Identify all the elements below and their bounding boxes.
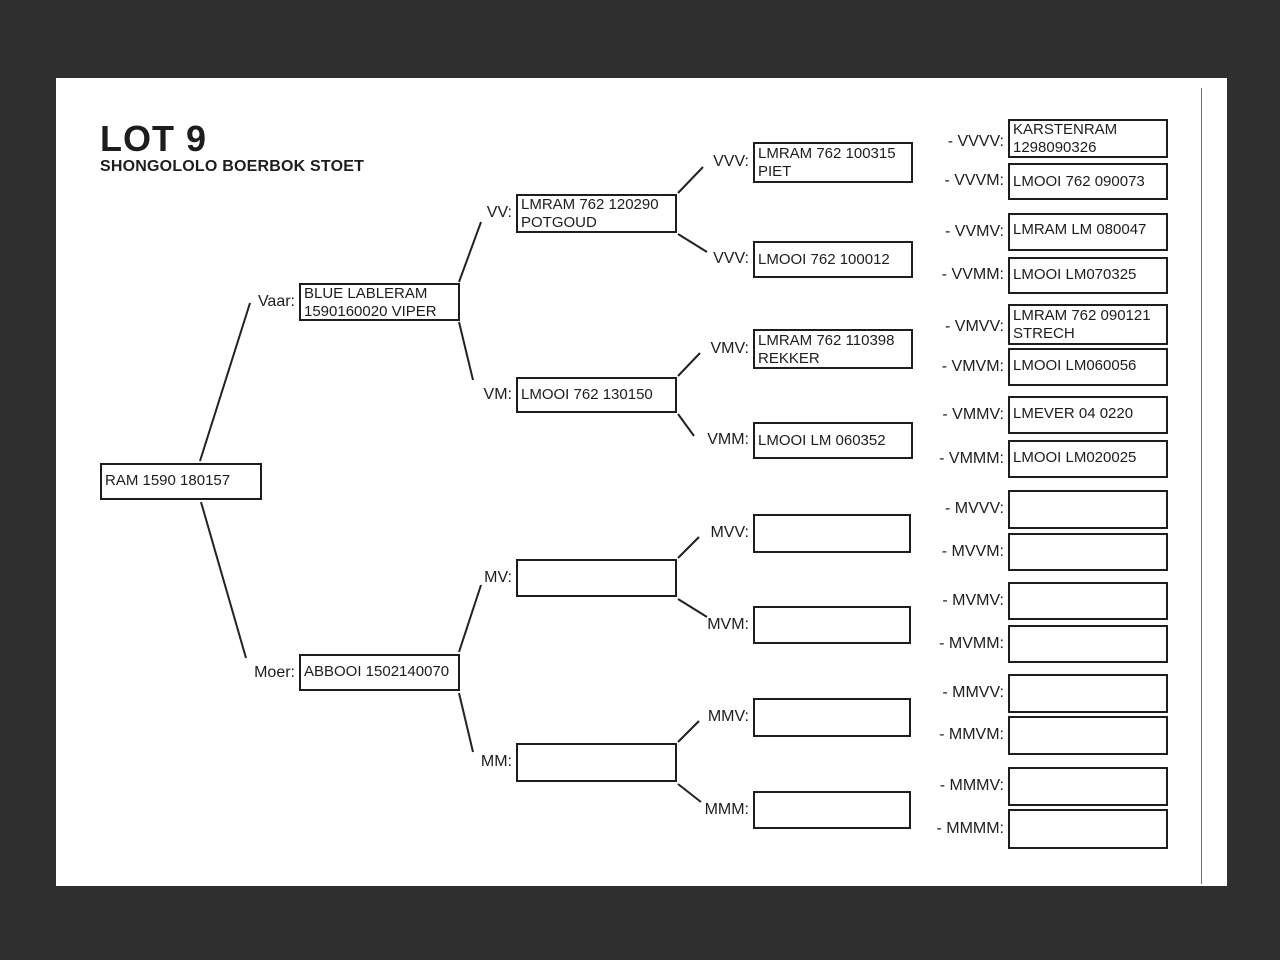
- pedigree-label-vv: VV:: [486, 204, 512, 221]
- pedigree-box-vmmm: LMOOI LM020025: [1008, 440, 1168, 478]
- pedigree-label-mvvm: - MVVM:: [941, 543, 1004, 560]
- pedigree-label-mvvv: - MVVV:: [945, 500, 1004, 517]
- pedigree-box-vvmv: LMRAM LM 080047: [1008, 213, 1168, 251]
- pedigree-box-vaar: BLUE LABLERAM 1590160020 VIPER: [299, 283, 460, 321]
- lot-title: LOT 9: [100, 118, 208, 159]
- pedigree-box-mvmm: [1008, 625, 1168, 663]
- pedigree-label-vvm: VVV:: [713, 250, 749, 267]
- pedigree-box-mvm: [753, 606, 911, 644]
- pedigree-box-mmmm: [1008, 809, 1168, 849]
- pedigree-label-vmmv: - VMMV:: [942, 406, 1004, 423]
- pedigree-box-subject: RAM 1590 180157: [100, 463, 262, 500]
- pedigree-label-moer: Moer:: [254, 664, 295, 681]
- pedigree-label-mmvv: - MMVV:: [942, 684, 1004, 701]
- pedigree-box-mvvv: [1008, 490, 1168, 529]
- pedigree-label-mv: MV:: [484, 569, 512, 586]
- pedigree-label-mvmv: - MVMV:: [942, 592, 1004, 609]
- pedigree-label-mvmm: - MVMM:: [939, 635, 1004, 652]
- pedigree-box-vmm: LMOOI LM 060352: [753, 422, 913, 459]
- pedigree-label-mm: MM:: [480, 753, 512, 770]
- pedigree-label-mvv: MVV:: [710, 524, 749, 541]
- pedigree-label-vmmm: - VMMM:: [939, 450, 1004, 467]
- pedigree-box-mmm: [753, 791, 911, 829]
- pedigree-label-mmmv: - MMMV:: [939, 777, 1004, 794]
- pedigree-label-vvvv: - VVVV:: [947, 133, 1004, 150]
- pedigree-label-vvmm: - VVMM:: [941, 266, 1004, 283]
- pedigree-box-mmv: [753, 698, 911, 737]
- pedigree-box-vvv: LMRAM 762 100315 PIET: [753, 142, 913, 183]
- pedigree-box-vmvv: LMRAM 762 090121 STRECH: [1008, 304, 1168, 345]
- pedigree-box-vv: LMRAM 762 120290 POTGOUD: [516, 194, 677, 233]
- pedigree-label-vvvm: - VVVM:: [944, 172, 1004, 189]
- pedigree-box-mmvv: [1008, 674, 1168, 713]
- pedigree-box-mmvm: [1008, 716, 1168, 755]
- pedigree-box-vm: LMOOI 762 130150: [516, 377, 677, 413]
- pedigree-label-vmv: VMV:: [710, 340, 749, 357]
- pedigree-label-vmvm: - VMVM:: [941, 358, 1004, 375]
- pedigree-box-mmmv: [1008, 767, 1168, 806]
- pedigree-box-vmv: LMRAM 762 110398 REKKER: [753, 329, 913, 369]
- pedigree-box-mvv: [753, 514, 911, 553]
- pedigree-box-mm: [516, 743, 677, 782]
- pedigree-box-vvvm: LMOOI 762 090073: [1008, 163, 1168, 200]
- pedigree-label-vm: VM:: [483, 386, 512, 403]
- pedigree-label-mmmm: - MMMM:: [936, 820, 1004, 837]
- pedigree-label-vvmv: - VVMV:: [945, 223, 1004, 240]
- pedigree-label-vvv: VVV:: [713, 153, 749, 170]
- pedigree-box-vvmm: LMOOI LM070325: [1008, 257, 1168, 294]
- pedigree-label-mvm: MVM:: [707, 616, 749, 633]
- pedigree-box-moer: ABBOOI 1502140070: [299, 654, 460, 691]
- stud-name: SHONGOLOLO BOERBOK STOET: [100, 158, 365, 175]
- pedigree-label-vmm: VMM:: [707, 431, 749, 448]
- pedigree-label-vmvv: - VMVV:: [945, 318, 1004, 335]
- pedigree-label-mmm: MMM:: [704, 801, 749, 818]
- pedigree-box-vmvm: LMOOI LM060056: [1008, 348, 1168, 386]
- pedigree-box-mvmv: [1008, 582, 1168, 620]
- pedigree-box-vmmv: LMEVER 04 0220: [1008, 396, 1168, 434]
- pedigree-label-vaar: Vaar:: [257, 293, 295, 310]
- page-margin-rule: [1201, 88, 1202, 884]
- pedigree-box-mvvm: [1008, 533, 1168, 571]
- pedigree-box-vvm: LMOOI 762 100012: [753, 241, 913, 278]
- pedigree-label-mmvm: - MMVM:: [939, 726, 1004, 743]
- pedigree-box-mv: [516, 559, 677, 597]
- pedigree-box-vvvv: KARSTENRAM 1298090326: [1008, 119, 1168, 158]
- pedigree-label-mmv: MMV:: [707, 708, 749, 725]
